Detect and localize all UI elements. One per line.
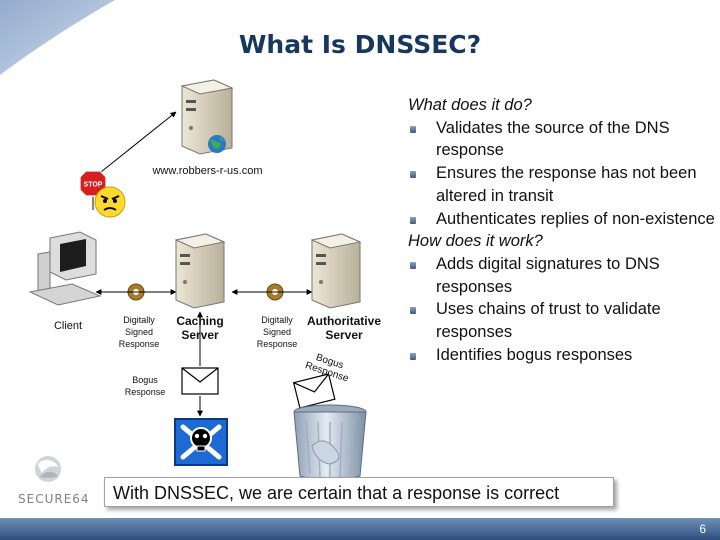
page-number: 6 [699, 522, 706, 536]
caching-server-icon [174, 233, 226, 309]
svg-text:STOP: STOP [84, 182, 103, 189]
question-how-does-it-work: How does it work? [408, 232, 543, 251]
arrow-server-to-client [95, 111, 177, 177]
globe-icon [208, 135, 226, 153]
question-what-does-it-do: What does it do? [408, 96, 532, 114]
list-item: Identifies bogus responses [408, 344, 718, 367]
authoritative-server-label: Authoritative Server [306, 314, 381, 342]
angry-face-icon [94, 186, 126, 218]
list-item: Adds digital signatures to DNS responses [408, 253, 718, 298]
dnssec-explanation: What does it do? Validates the source of… [408, 94, 718, 366]
secure64-logo-text: SECURE64 [18, 492, 90, 506]
trash-can-icon [293, 404, 367, 482]
list-item: Ensures the response has not been altere… [408, 162, 718, 207]
slide-title: What Is DNSSEC? [238, 30, 482, 59]
caching-server-label: Caching Server [176, 314, 224, 342]
client-label: Client [53, 320, 83, 332]
envelope-icon-trash [292, 373, 336, 409]
list-item: Uses chains of trust to validate respons… [408, 298, 718, 343]
list-item: Authenticates replies of non-existence [408, 208, 718, 231]
bullet-icon [410, 261, 416, 269]
robbers-url-label: www.robbers-r-us.com [152, 165, 263, 177]
bogus-response-label: Bogus Response [124, 375, 166, 397]
bullet-icon [410, 125, 416, 133]
authoritative-server-icon [310, 233, 362, 309]
envelope-icon-left [181, 367, 219, 395]
bullet-icon [410, 171, 416, 179]
skull-crossbones-icon [174, 418, 228, 466]
list-item: Validates the source of the DNS response [408, 117, 718, 162]
bullet-icon [410, 352, 416, 360]
bullet-icon [410, 307, 416, 315]
secure64-logo-icon [35, 456, 61, 482]
corner-swoosh-decoration [0, 0, 115, 75]
signed-response-label-right: Digitally Signed Response [256, 315, 298, 349]
conclusion-banner: With DNSSEC, we are certain that a respo… [104, 477, 614, 507]
bullet-icon [410, 216, 416, 224]
footer-bar [0, 518, 720, 540]
client-computer-icon [28, 231, 102, 306]
signed-response-label-left: Digitally Signed Response [118, 315, 160, 349]
